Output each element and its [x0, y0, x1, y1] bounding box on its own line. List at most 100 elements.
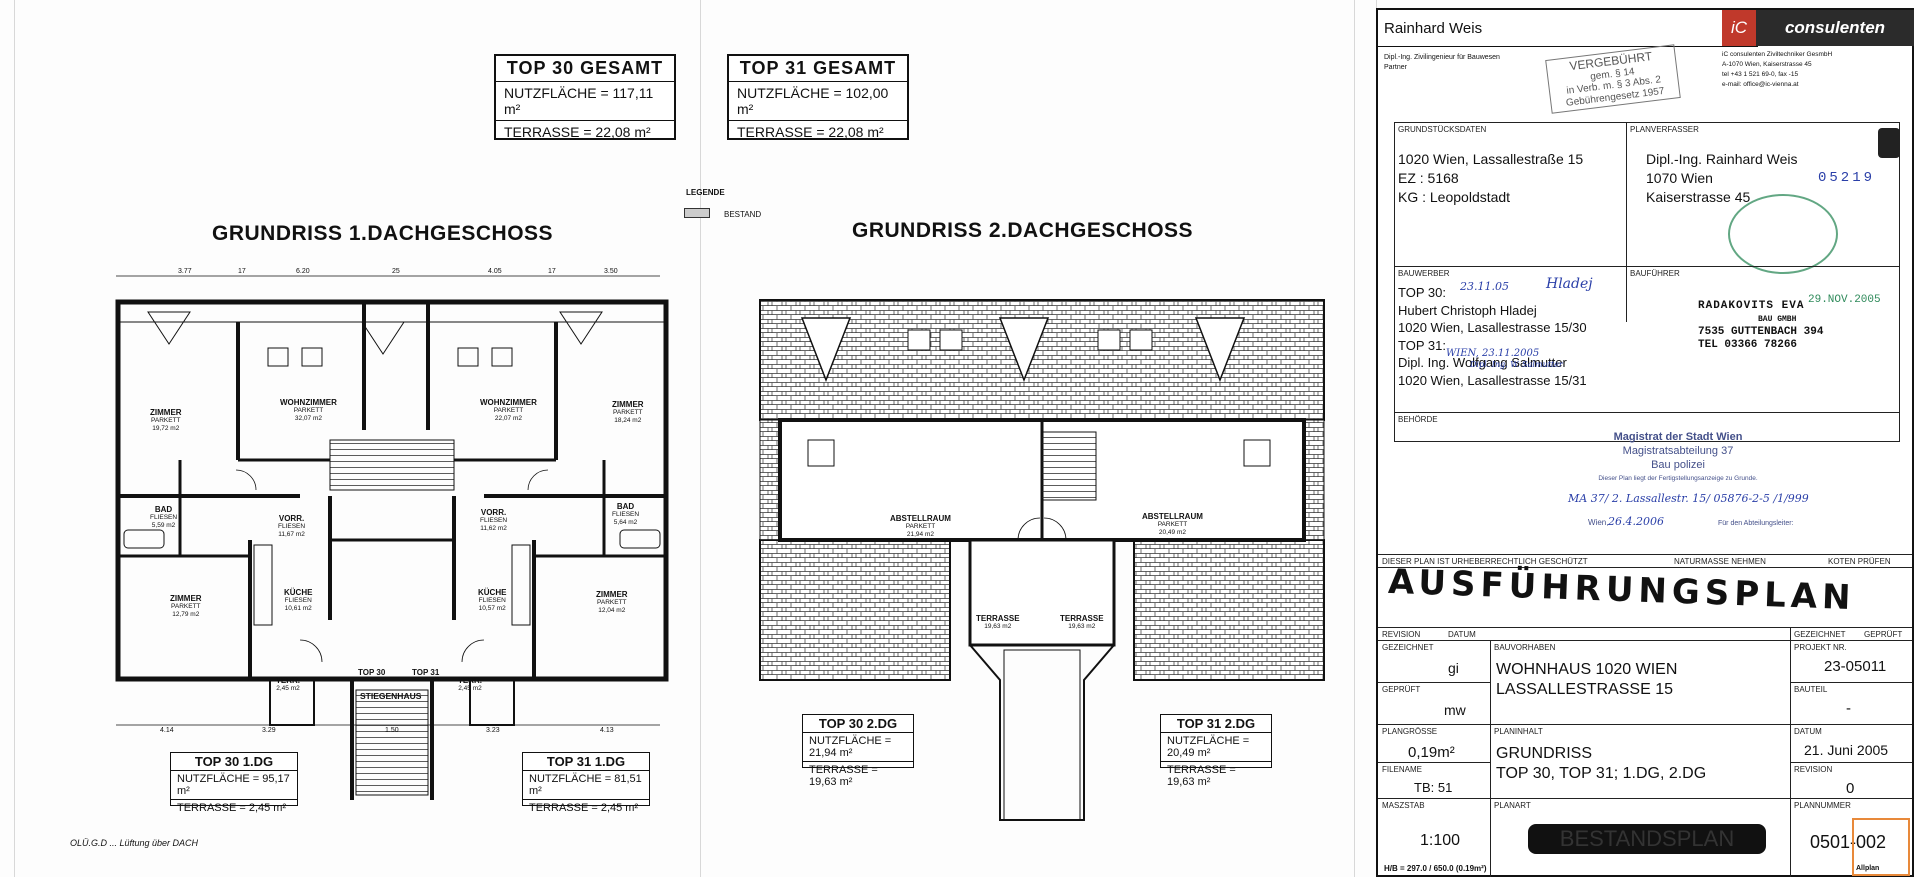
divider	[1378, 762, 1490, 763]
revision-value: 0	[1846, 780, 1855, 797]
behoerde-ref: MA 37/ 2. Lassallestr. 15/ 05876-2-5 /1/…	[1568, 492, 1809, 505]
behoerde-label: BEHÖRDE	[1398, 415, 1438, 424]
room-label: TERR.2,45 m2	[458, 676, 482, 693]
top30-total-box: TOP 30 GESAMT NUTZFLÄCHE = 117,11 m² TER…	[494, 54, 676, 140]
dim-top: 17	[238, 268, 246, 275]
geprueft-row-label: GEPRÜFT	[1382, 685, 1421, 694]
koten-note: KOTEN PRÜFEN	[1828, 557, 1891, 566]
top31-1dg-head: TOP 31 1.DG	[523, 753, 649, 771]
engineer-role: Partner	[1384, 64, 1407, 71]
planverfasser-label: PLANVERFASSER	[1630, 125, 1699, 134]
dim-bottom: 3.23	[486, 727, 500, 734]
plannummer-label: PLANNUMMER	[1794, 801, 1851, 810]
legend-title: LEGENDE	[686, 188, 725, 197]
bauwerber-handwriting: Dipl. Ing. W. Salmutter	[1470, 360, 1563, 369]
top31-2dg-terrace: TERRASSE = 19,63 m²	[1167, 764, 1236, 788]
behoerde-date-label: Wien,	[1588, 518, 1609, 527]
top30-2dg-area: NUTZFLÄCHE = 21,94 m²	[803, 733, 913, 762]
planverfasser-number: 05219	[1818, 170, 1876, 186]
datum-row-label: DATUM	[1794, 727, 1822, 736]
data-frame	[1394, 122, 1900, 442]
dim-top: 4.05	[488, 268, 502, 275]
copyright-note: DIESER PLAN IST URHEBERRECHTLICH GESCHÜT…	[1382, 557, 1588, 566]
legend-item: BESTAND	[724, 210, 762, 219]
fold-line	[1354, 0, 1355, 877]
top30-2dg-box: TOP 30 2.DG NUTZFLÄCHE = 21,94 m² TERRAS…	[802, 714, 914, 788]
gezeichnet-label: GEZEICHNET	[1794, 630, 1846, 639]
datum-value: 21. Juni 2005	[1804, 742, 1889, 758]
top31-1dg-area: NUTZFLÄCHE = 81,51 m²	[523, 771, 649, 800]
divider	[1394, 412, 1900, 413]
plangroesse-label: PLANGRÖSSE	[1382, 727, 1438, 736]
massstab-label: MASZSTAB	[1382, 801, 1425, 810]
room-label: TOP 30	[358, 668, 386, 677]
bauteil-label: BAUTEIL	[1794, 685, 1828, 694]
fold-line	[700, 0, 701, 877]
divider	[1790, 682, 1912, 683]
divider	[1378, 46, 1758, 47]
top31-1dg-box: TOP 31 1.DG NUTZFLÄCHE = 81,51 m² TERRAS…	[522, 752, 650, 814]
dim-top: 17	[548, 268, 556, 275]
divider	[1378, 724, 1912, 725]
divider	[1378, 682, 1490, 683]
gezeichnet-value: gi	[1448, 660, 1459, 676]
dim-bottom: 1.50	[385, 727, 399, 734]
divider	[1790, 762, 1912, 763]
allplan-label: Allplan	[1856, 865, 1880, 872]
revision-row-label: REVISION	[1794, 765, 1833, 774]
divider	[1378, 627, 1912, 628]
projekt-value: 23-05011	[1824, 658, 1887, 675]
behoerde-signer: Für den Abteilungsleiter:	[1718, 520, 1794, 527]
top31-1dg-terrace: TERRASSE = 2,45 m²	[529, 802, 639, 814]
room-label: STIEGENHAUS	[360, 691, 422, 701]
geprueft-label: GEPRÜFT	[1864, 630, 1903, 639]
dim-bottom: 4.13	[600, 727, 614, 734]
baufuehrer-date: 29.NOV.2005	[1808, 294, 1881, 306]
bauwerber-handwriting: WIEN, 23.11.2005	[1446, 348, 1540, 359]
revision-label: REVISION	[1382, 630, 1421, 639]
copyright-strip	[1378, 554, 1912, 568]
planinhalt-label: PLANINHALT	[1494, 727, 1543, 736]
top30-1dg-head: TOP 30 1.DG	[171, 753, 297, 771]
engineer-title: Dipl.-Ing. Zivilingenieur für Bauwesen	[1384, 54, 1500, 61]
dim-bottom: 3.29	[262, 727, 276, 734]
behoerde-date: 26.4.2006	[1608, 515, 1664, 528]
ausfuehrungsplan-stamp: AUSFÜHRUNGSPLAN	[1387, 561, 1857, 619]
plangroesse-value: 0,19m²	[1408, 744, 1455, 761]
planart-label: PLANART	[1494, 801, 1531, 810]
dim-top: 25	[392, 268, 400, 275]
bauwerber-signature: Hladej	[1546, 276, 1593, 292]
top30-1dg-terrace: TERRASSE = 2,45 m²	[177, 802, 287, 814]
bauteil-value: -	[1846, 700, 1851, 717]
dim-top: 3.50	[604, 268, 618, 275]
massstab-value: 1:100	[1420, 832, 1461, 849]
gezeichnet-row-label: GEZEICHNET	[1382, 643, 1434, 652]
projekt-label: PROJEKT NR.	[1794, 643, 1847, 652]
engineer-seal	[1728, 194, 1838, 274]
top31-total-head: TOP 31 GESAMT	[729, 56, 907, 82]
title-block: Rainhard Weis Dipl.-Ing. Zivilingenieur …	[1376, 8, 1914, 877]
grundstueck-label: GRUNDSTÜCKSDATEN	[1398, 125, 1487, 134]
top31-total-area: NUTZFLÄCHE = 102,00 m²	[729, 82, 907, 121]
divider	[1394, 266, 1900, 267]
